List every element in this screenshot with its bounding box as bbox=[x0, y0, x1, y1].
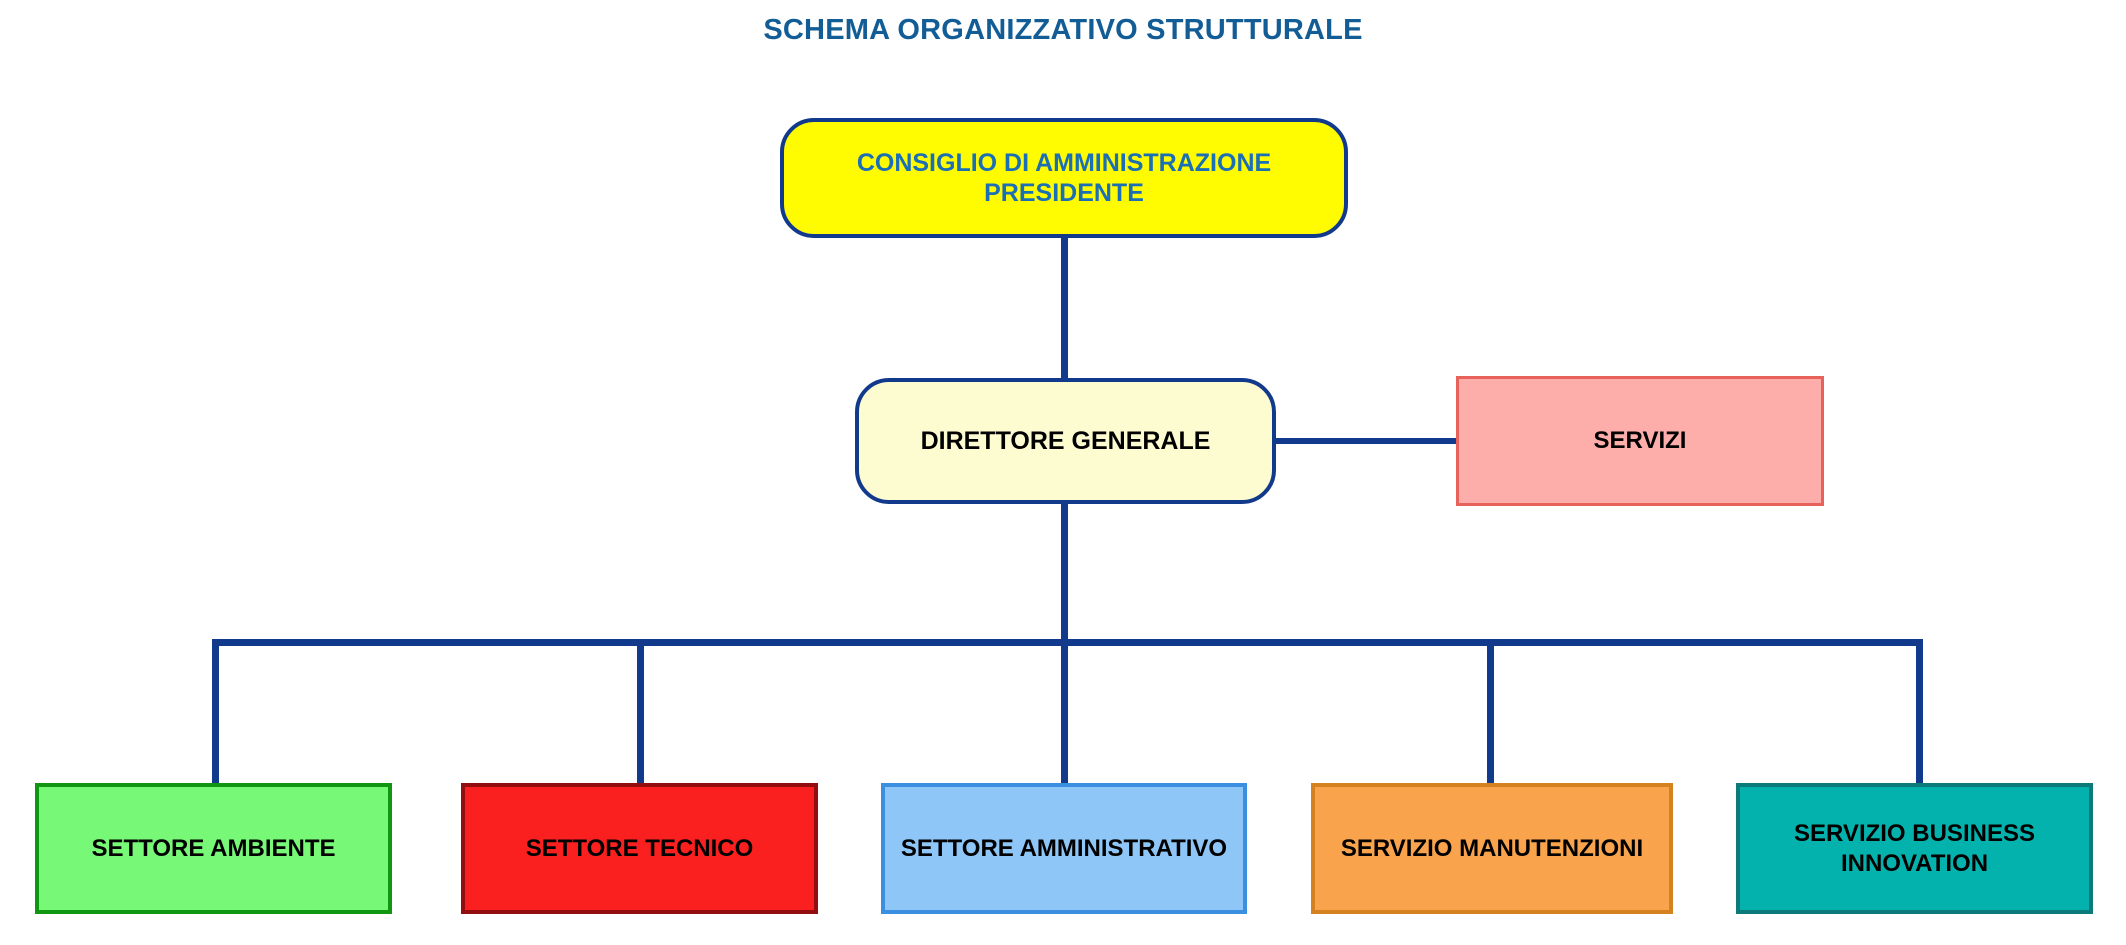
node-servizi[interactable]: SERVIZI bbox=[1456, 376, 1824, 506]
connector-drop-ambiente bbox=[212, 639, 219, 787]
node-servizio-business-innovation[interactable]: SERVIZIO BUSINESS INNOVATION bbox=[1736, 783, 2093, 914]
node-servizio-manutenzioni[interactable]: SERVIZIO MANUTENZIONI bbox=[1311, 783, 1673, 914]
connector-director-to-bus bbox=[1061, 500, 1068, 645]
node-settore-amministrativo-label: SETTORE AMMINISTRATIVO bbox=[900, 834, 1228, 862]
node-settore-tecnico-label: SETTORE TECNICO bbox=[525, 834, 754, 862]
node-settore-ambiente[interactable]: SETTORE AMBIENTE bbox=[35, 783, 392, 914]
node-consiglio-amministrazione-label: CONSIGLIO DI AMMINISTRAZIONE PRESIDENTE bbox=[856, 148, 1272, 208]
connector-drop-tecnico bbox=[637, 639, 644, 787]
connector-board-to-director bbox=[1061, 234, 1068, 382]
node-servizi-label: SERVIZI bbox=[1593, 427, 1687, 455]
node-settore-tecnico[interactable]: SETTORE TECNICO bbox=[461, 783, 818, 914]
node-consiglio-amministrazione[interactable]: CONSIGLIO DI AMMINISTRAZIONE PRESIDENTE bbox=[780, 118, 1348, 238]
node-servizio-business-innovation-label: SERVIZIO BUSINESS INNOVATION bbox=[1794, 820, 2035, 877]
connector-drop-manutenzioni bbox=[1487, 639, 1494, 787]
node-direttore-generale[interactable]: DIRETTORE GENERALE bbox=[855, 378, 1276, 504]
connector-director-to-services bbox=[1272, 438, 1460, 444]
node-settore-ambiente-label: SETTORE AMBIENTE bbox=[91, 834, 336, 862]
page-title: SCHEMA ORGANIZZATIVO STRUTTURALE bbox=[763, 14, 1363, 46]
node-settore-amministrativo[interactable]: SETTORE AMMINISTRATIVO bbox=[881, 783, 1247, 914]
connector-drop-business bbox=[1916, 639, 1923, 787]
node-direttore-generale-label: DIRETTORE GENERALE bbox=[920, 426, 1211, 455]
connector-drop-amministrativo bbox=[1061, 639, 1068, 787]
node-servizio-manutenzioni-label: SERVIZIO MANUTENZIONI bbox=[1340, 834, 1644, 862]
